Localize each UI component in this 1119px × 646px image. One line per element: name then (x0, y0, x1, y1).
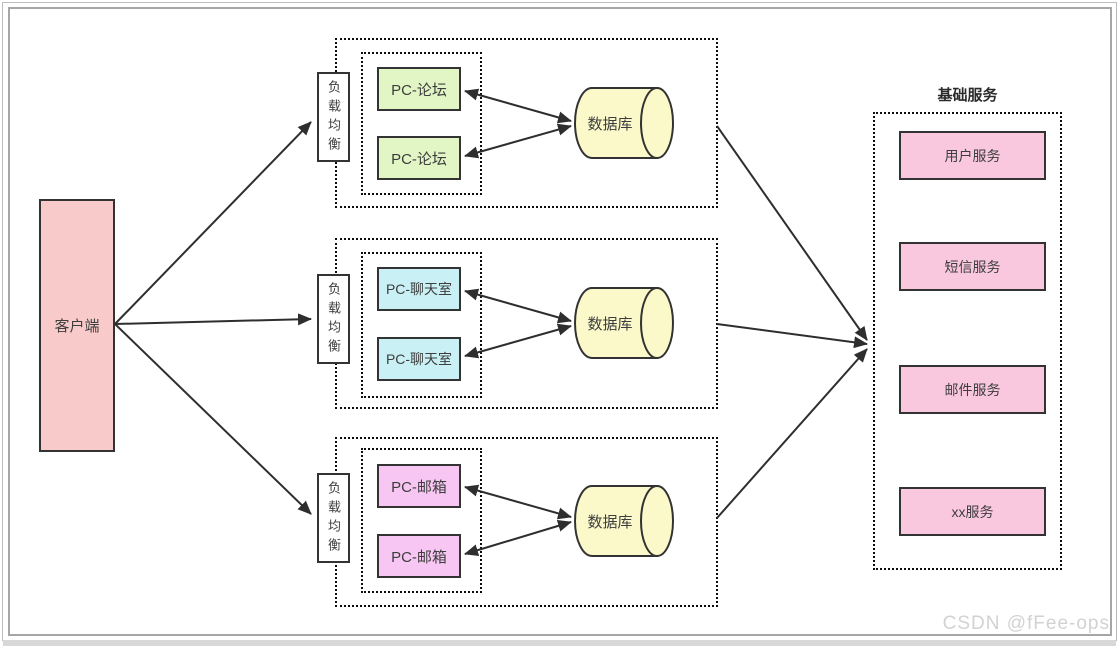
arrow-chatroom-to-services (716, 323, 868, 349)
load-balancer-chatroom: 负载均衡 (317, 274, 350, 364)
load-balancer-forum: 负载均衡 (317, 72, 350, 162)
pc-server-chatroom-2: PC-聊天室 (377, 337, 461, 381)
arrow-pc2-db-mailbox (464, 520, 572, 556)
database-cylinder (574, 87, 658, 159)
pc-server-forum-2: PC-论坛 (377, 136, 461, 180)
services-panel-title: 基础服务 (937, 87, 998, 104)
cluster-forum-links (464, 87, 674, 159)
database-cylinder (574, 287, 658, 359)
arrow-pc1-db-mailbox (464, 484, 572, 520)
load-balancer-mailbox: 负载均衡 (317, 473, 350, 563)
csdn-watermark: CSDN @fFee-ops (942, 613, 1110, 634)
client-label: 客户端 (54, 318, 100, 335)
database-cylinder-cap (640, 287, 674, 359)
arrow-client-to-lb-2 (114, 313, 312, 326)
server-group-forum (361, 52, 482, 195)
arrow-pc2-db-chatroom (464, 323, 572, 359)
database-label-chatroom: 数据库 (587, 315, 633, 333)
database-cylinder-cap (640, 87, 674, 159)
arrow-pc1-db-chatroom (464, 288, 572, 324)
arrow-pc2-db-forum (464, 123, 572, 159)
arrow-client-to-lb-1 (114, 121, 312, 325)
pc-server-forum-1: PC-论坛 (377, 67, 461, 111)
database-label-forum: 数据库 (587, 115, 633, 133)
arrow-client-to-lb-3 (114, 323, 312, 515)
database-label-mailbox: 数据库 (587, 513, 633, 531)
database-cylinder (574, 485, 658, 557)
services-panel-container (873, 112, 1062, 570)
database-cylinder-cap (640, 485, 674, 557)
pc-server-chatroom-1: PC-聊天室 (377, 267, 461, 311)
cluster-mailbox-links (464, 484, 674, 557)
service-box-sms: 短信服务 (899, 242, 1046, 291)
pc-server-mailbox-1: PC-邮箱 (377, 464, 461, 508)
client-box: 客户端 (39, 199, 115, 452)
service-box-user: 用户服务 (899, 131, 1046, 180)
arrow-forum-to-services (716, 125, 868, 341)
pc-server-mailbox-2: PC-邮箱 (377, 534, 461, 578)
service-box-xx: xx服务 (899, 487, 1046, 536)
arrow-mailbox-to-services (716, 348, 868, 519)
service-box-mail: 邮件服务 (899, 365, 1046, 414)
cluster-chatroom-links (464, 287, 674, 359)
arrow-pc1-db-forum (464, 88, 572, 124)
